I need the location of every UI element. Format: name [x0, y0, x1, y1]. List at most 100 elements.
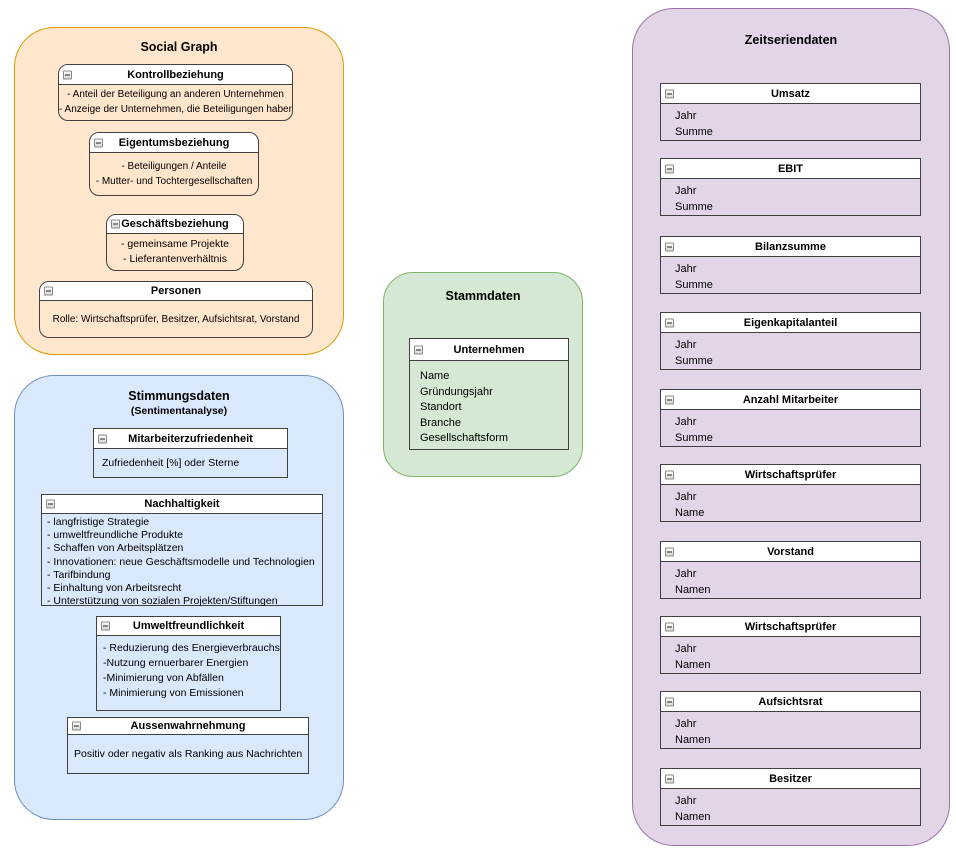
attribute-line: - gemeinsame Projekte	[121, 238, 229, 250]
attribute-line: - Einhaltung von Arbeitsrecht	[47, 582, 182, 595]
collapse-icon[interactable]	[665, 242, 674, 251]
attribute-line: Namen	[675, 659, 711, 671]
collapse-icon[interactable]	[665, 697, 674, 706]
attribute-line: Jahr	[675, 110, 697, 122]
attribute-line: Branche	[420, 416, 461, 429]
attribute-line: Jahr	[675, 185, 697, 197]
attribute-line: Gesellschaftsform	[420, 432, 509, 444]
attribute-line: Summe	[675, 201, 713, 213]
collapse-icon[interactable]	[44, 286, 53, 296]
attribute-line: - Unterstützung von sozialen Projekten/S…	[47, 595, 278, 608]
node-anzahl-mitarbeiter[interactable]: Anzahl Mitarbeiter Jahr Summe	[660, 389, 921, 447]
node-wirtschaftspruefer-2[interactable]: Wirtschaftsprüfer Jahr Namen	[660, 616, 921, 674]
node-title: Eigentumsbeziehung	[118, 136, 230, 149]
group-stimmungsdaten[interactable]: Stimmungsdaten (Sentimentanalyse) Mitarb…	[14, 375, 344, 820]
group-zeitseriendaten[interactable]: Zeitseriendaten Umsatz Jahr Summe EBIT J…	[632, 8, 950, 846]
collapse-icon[interactable]	[63, 70, 72, 79]
group-title: Social Graph	[140, 40, 218, 54]
collapse-icon[interactable]	[665, 164, 674, 173]
attribute-line: - langfristige Strategie	[47, 516, 150, 528]
node-personen[interactable]: Personen Rolle: Wirtschaftsprüfer, Besit…	[39, 281, 313, 338]
collapse-icon[interactable]	[665, 547, 674, 556]
collapse-icon[interactable]	[665, 395, 674, 404]
node-title: Wirtschaftsprüfer	[744, 468, 837, 481]
collapse-icon[interactable]	[665, 318, 674, 327]
collapse-icon[interactable]	[98, 434, 107, 443]
node-umsatz[interactable]: Umsatz Jahr Summe	[660, 83, 921, 141]
attribute-line: Summe	[675, 432, 713, 444]
node-bilanzsumme[interactable]: Bilanzsumme Jahr Summe	[660, 236, 921, 294]
attribute-line: Namen	[675, 584, 711, 596]
node-title: Kontrollbeziehung	[127, 68, 224, 81]
attribute-line: Positiv oder negativ als Ranking aus Nac…	[74, 747, 303, 760]
attribute-line: - Anzeige der Unternehmen, die Beteiligu…	[59, 104, 293, 115]
node-geschaeftsbeziehung[interactable]: Geschäftsbeziehung - gemeinsame Projekte…	[106, 214, 244, 271]
attribute-line: Summe	[675, 126, 713, 138]
node-title: Wirtschaftsprüfer	[744, 620, 837, 633]
node-kontrollbeziehung[interactable]: Kontrollbeziehung - Anteil der Beteiligu…	[58, 64, 293, 121]
group-stammdaten[interactable]: Stammdaten Unternehmen Name Gründungsjah…	[383, 272, 583, 477]
collapse-icon[interactable]	[72, 721, 81, 731]
attribute-line: Zufriedenheit [%] oder Sterne	[102, 456, 240, 469]
node-title: EBIT	[777, 162, 804, 175]
node-unternehmen[interactable]: Unternehmen Name Gründungsjahr Standort …	[409, 338, 569, 450]
attribute-line: Jahr	[675, 339, 697, 351]
attribute-line: Jahr	[675, 795, 697, 807]
node-aussenwahrnehmung[interactable]: Aussenwahrnehmung Positiv oder negativ a…	[67, 717, 309, 774]
node-title: Unternehmen	[453, 343, 525, 356]
node-title: Geschäftsbeziehung	[121, 218, 229, 230]
collapse-icon[interactable]	[665, 622, 674, 631]
attribute-line: - Schaffen von Arbeitsplätzen	[47, 542, 184, 555]
attribute-line: Namen	[675, 811, 711, 823]
node-title: Bilanzsumme	[755, 240, 826, 253]
collapse-icon[interactable]	[665, 470, 674, 479]
attribute-line: Jahr	[675, 718, 697, 730]
group-title: Zeitseriendaten	[744, 33, 838, 47]
attribute-line: Name	[675, 507, 705, 519]
collapse-icon[interactable]	[46, 499, 55, 509]
group-title: Stammdaten	[445, 289, 521, 303]
node-vorstand[interactable]: Vorstand Jahr Namen	[660, 541, 921, 599]
collapse-icon[interactable]	[94, 138, 103, 147]
attribute-line: - Beteiligungen / Anteile	[121, 161, 227, 172]
collapse-icon[interactable]	[111, 219, 120, 229]
node-mitarbeiterzufriedenheit[interactable]: Mitarbeiterzufriedenheit Zufriedenheit […	[93, 428, 288, 478]
node-title: Aufsichtsrat	[758, 695, 823, 708]
node-ebit[interactable]: EBIT Jahr Summe	[660, 158, 921, 216]
attribute-line: - Mutter- und Tochtergesellschaften	[95, 176, 253, 187]
node-eigentumsbeziehung[interactable]: Eigentumsbeziehung - Beteiligungen / Ant…	[89, 132, 259, 196]
group-social-graph[interactable]: Social Graph Kontrollbeziehung - Anteil …	[14, 27, 344, 355]
node-title: Eigenkapitalanteil	[743, 316, 838, 329]
node-title: Vorstand	[767, 545, 814, 558]
attribute-line: - umweltfreundliche Produkte	[47, 529, 183, 542]
collapse-icon[interactable]	[665, 774, 674, 783]
node-besitzer[interactable]: Besitzer Jahr Namen	[660, 768, 921, 826]
attribute-line: - Minimierung von Emissionen	[103, 687, 244, 699]
attribute-line: Standort	[420, 401, 462, 413]
node-nachhaltigkeit[interactable]: Nachhaltigkeit - langfristige Strategie …	[41, 494, 323, 608]
node-title: Besitzer	[769, 772, 812, 785]
node-wirtschaftspruefer-1[interactable]: Wirtschaftsprüfer Jahr Name	[660, 464, 921, 522]
attribute-line: Jahr	[675, 263, 697, 275]
attribute-line: Jahr	[675, 568, 697, 580]
attribute-line: - Innovationen: neue Geschäftsmodelle un…	[47, 555, 315, 568]
node-title: Mitarbeiterzufriedenheit	[128, 432, 253, 445]
attribute-line: Name	[420, 370, 450, 382]
group-title: Stimmungsdaten	[128, 389, 230, 403]
collapse-icon[interactable]	[665, 89, 674, 98]
attribute-line: Summe	[675, 279, 713, 291]
attribute-line: -Nutzung ernuerbarer Energien	[103, 657, 249, 669]
collapse-icon[interactable]	[414, 345, 423, 354]
node-title: Personen	[150, 285, 202, 297]
attribute-line: Namen	[675, 734, 711, 746]
attribute-line: - Lieferantenverhältnis	[123, 253, 227, 265]
collapse-icon[interactable]	[101, 621, 110, 631]
node-title: Nachhaltigkeit	[144, 498, 220, 510]
node-aufsichtsrat[interactable]: Aufsichtsrat Jahr Namen	[660, 691, 921, 749]
group-subtitle: (Sentimentanalyse)	[130, 405, 228, 417]
node-eigenkapitalanteil[interactable]: Eigenkapitalanteil Jahr Summe	[660, 312, 921, 370]
node-title: Umsatz	[770, 87, 811, 100]
attribute-line: Rolle: Wirtschaftsprüfer, Besitzer, Aufs…	[52, 313, 300, 325]
node-umweltfreundlichkeit[interactable]: Umweltfreundlichkeit - Reduzierung des E…	[96, 616, 281, 711]
